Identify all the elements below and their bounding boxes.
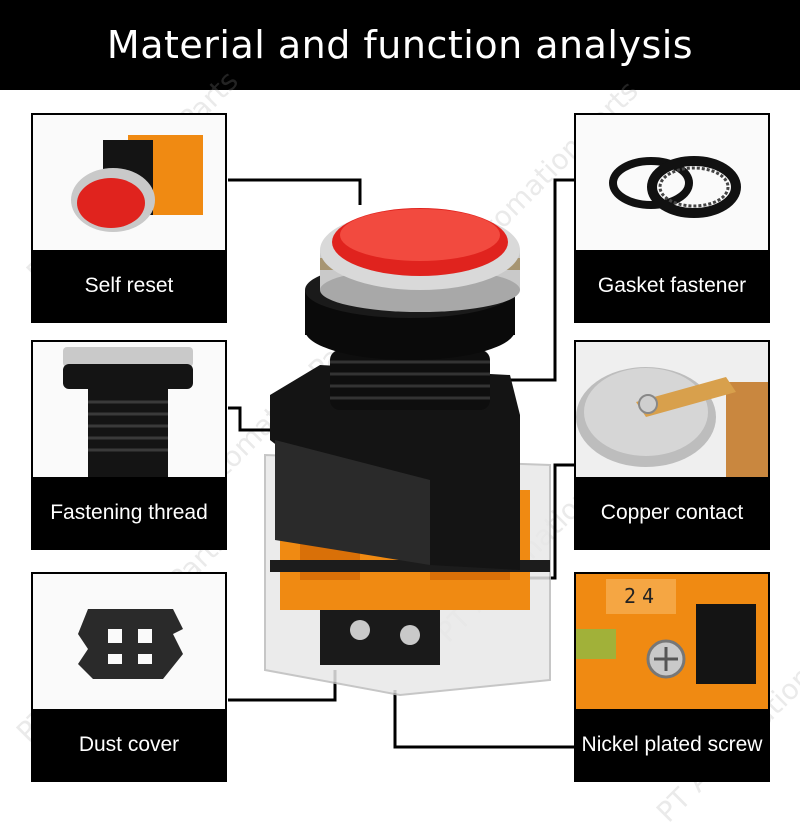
callout-card-dust-cover: Dust cover [31, 572, 227, 782]
leader-nickel-screw [393, 690, 574, 749]
push-button-switch-image [264, 208, 551, 697]
copper-contact-label: Copper contact [600, 501, 744, 524]
fastening-thread-photo [33, 342, 225, 477]
gasket-rings-icon [609, 156, 741, 218]
callout-card-nickel-plated-screw: 24 Nickel plated screw [574, 572, 770, 782]
push-button-thumbnail-icon [71, 135, 203, 232]
callout-card-self-reset: Self reset [31, 113, 227, 323]
copper-contact-icon [576, 342, 768, 477]
callout-card-copper-contact: Copper contact [574, 340, 770, 550]
threaded-body-icon [63, 347, 193, 477]
gasket-fastener-photo [576, 115, 768, 250]
dust-cover-plate-icon [78, 609, 183, 679]
page-title-bar: Material and function analysis [0, 0, 800, 90]
nickel-plated-screw-photo: 24 [576, 574, 768, 709]
terminal-number: 24 [624, 584, 661, 608]
callout-card-fastening-thread: Fastening thread [31, 340, 227, 550]
fastening-thread-label: Fastening thread [50, 501, 208, 524]
callout-card-gasket-fastener: Gasket fastener [574, 113, 770, 323]
nickel-plated-screw-label: Nickel plated screw [581, 733, 763, 756]
self-reset-photo [33, 115, 225, 250]
dust-cover-photo [33, 574, 225, 709]
screw-terminal-icon [576, 574, 768, 709]
leader-self-reset [228, 178, 362, 205]
gasket-fastener-label: Gasket fastener [597, 274, 747, 297]
leader-gasket-fastener [505, 178, 574, 382]
page-title: Material and function analysis [106, 23, 694, 67]
copper-contact-photo [576, 342, 768, 477]
dust-cover-label: Dust cover [78, 733, 180, 756]
self-reset-label: Self reset [84, 274, 174, 297]
